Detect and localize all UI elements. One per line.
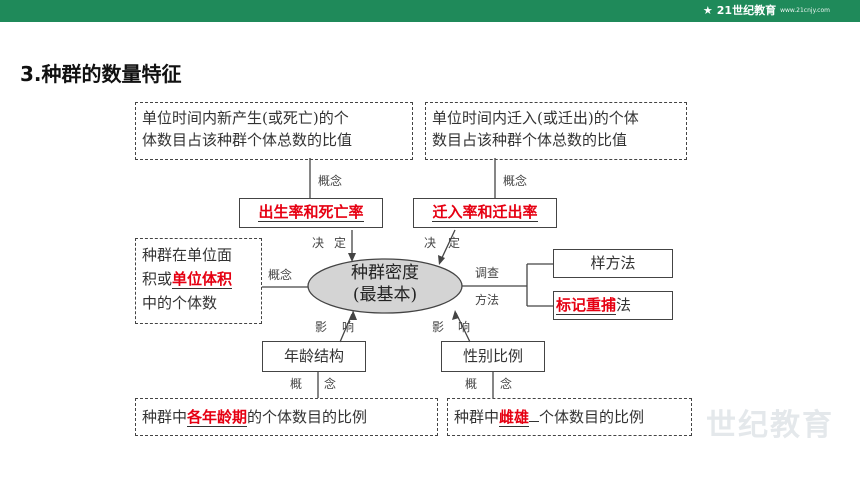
center-ellipse [307, 258, 463, 314]
population-density-node: 种群密度 (最基本) [351, 263, 419, 305]
concept-label-1: 概念 [318, 174, 343, 188]
age-structure-box: 年龄结构 [262, 341, 366, 372]
migration-rate-box: 迁入率和迁出率 [413, 198, 557, 228]
mark-recapture-box: 标记重捕法 [553, 291, 673, 320]
watermark: 世纪教育 [706, 408, 834, 443]
density-definition: 种群在单位面 积或单位体积 中的个体数 [135, 238, 262, 324]
section-heading: 3.种群的数量特征 [20, 62, 182, 86]
concept-label-3: 概念 [268, 268, 293, 282]
age-structure-definition: 种群中各年龄期的个体数目的比例 [135, 398, 438, 436]
runner-icon: ★ [702, 4, 713, 17]
top-banner: ★ 21世纪教育 www.21cnjy.com [0, 0, 860, 22]
birth-death-rate-box: 出生率和死亡率 [239, 198, 383, 228]
migration-rate-definition: 单位时间内迁入(或迁出)的个体 数目占该种群个体总数的比值 [425, 102, 687, 160]
quadrat-method-box: 样方法 [553, 249, 673, 278]
sex-ratio-definition: 种群中雌雄个体数目的比例 [447, 398, 692, 436]
birth-rate-definition: 单位时间内新产生(或死亡)的个 体数目占该种群个体总数的比值 [135, 102, 413, 160]
sex-ratio-box: 性别比例 [441, 341, 545, 372]
concept-label-2: 概念 [503, 174, 528, 188]
site-logo: ★ 21世纪教育 www.21cnjy.com [703, 2, 830, 20]
